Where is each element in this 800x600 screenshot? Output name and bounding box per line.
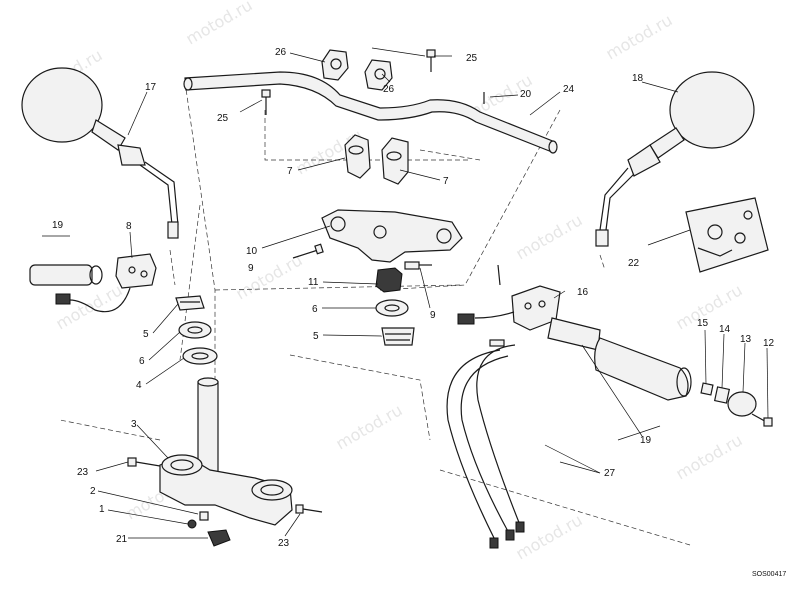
callout-12: 12 [763, 338, 775, 349]
callout-6-upper: 6 [312, 304, 318, 315]
steering-bearing-upper [381, 327, 415, 346]
callout-25-right: 25 [466, 53, 478, 64]
steering-washer-upper [375, 299, 409, 317]
steering-seal-ring [182, 347, 218, 365]
callout-24: 24 [563, 84, 575, 95]
callout-4: 4 [136, 380, 142, 391]
callout-5-lower: 5 [143, 329, 149, 340]
callout-2: 2 [90, 486, 96, 497]
callout-13: 13 [740, 334, 752, 345]
callout-27: 27 [604, 468, 616, 479]
callout-19-left: 19 [52, 220, 64, 231]
watermark-text: motod.ru [183, 0, 256, 48]
callout-labels: 1 2 3 4 5 5 6 6 7 7 8 9 9 10 11 12 13 14… [52, 47, 775, 549]
stem-screw [199, 511, 209, 521]
watermark-text: motod.ru [673, 280, 746, 333]
callout-21: 21 [116, 534, 128, 545]
switch-detail-inset [685, 197, 769, 273]
grip-right-throttle [547, 317, 692, 401]
clamp-bolt-right [426, 49, 436, 72]
steering-damper-cap [207, 529, 231, 547]
watermark-text: motod.ru [233, 250, 306, 303]
bar-end-screw [751, 413, 773, 427]
handlebar-riser-right [381, 137, 409, 185]
bar-end-weight [727, 391, 757, 417]
yoke-pinch-bolt-left [292, 243, 324, 259]
handlebar-clamp-upper-right [364, 59, 393, 91]
callout-17: 17 [145, 82, 157, 93]
watermark-text: motod.ru [333, 400, 406, 453]
watermark-text: motod.ru [513, 210, 586, 263]
yoke-pinch-bolt-right [404, 261, 432, 270]
bar-end-sleeve [700, 382, 714, 396]
steering-washer-lower [178, 321, 212, 339]
watermark-text: motod.ru [603, 10, 676, 63]
leader-lines [95, 47, 769, 539]
callout-25-left: 25 [217, 113, 229, 124]
throttle-cables [446, 339, 525, 549]
mirror-right [595, 71, 755, 247]
top-yoke [321, 209, 463, 263]
clamp-bolt-left [261, 89, 271, 115]
callout-26-left: 26 [275, 47, 287, 58]
callout-26-right: 26 [383, 84, 395, 95]
callout-6-lower: 6 [139, 356, 145, 367]
callout-8: 8 [126, 221, 132, 232]
mirror-left [21, 67, 179, 239]
callout-11: 11 [308, 277, 319, 288]
callout-18: 18 [632, 73, 644, 84]
grip-left [29, 264, 103, 286]
steering-stem-bottom-yoke [159, 377, 293, 526]
bottom-yoke-bolt-right [295, 504, 323, 514]
handlebar-riser-left [344, 134, 371, 179]
left-switch-housing [55, 253, 157, 313]
callout-5-upper: 5 [313, 331, 319, 342]
callout-22: 22 [628, 258, 640, 269]
steering-bearing-lower [175, 295, 205, 311]
callout-16: 16 [577, 287, 589, 298]
callout-19-right: 19 [640, 435, 652, 446]
callout-15: 15 [697, 318, 709, 329]
callout-10: 10 [246, 246, 258, 257]
callout-23-left: 23 [77, 467, 89, 478]
dimension-bar-right [617, 425, 661, 441]
drawing-code: SOS00417 [752, 571, 786, 578]
callout-3: 3 [131, 419, 137, 430]
callout-23-right: 23 [278, 538, 290, 549]
watermark-text: motod.ru [513, 510, 586, 563]
bottom-yoke-bolt-left [127, 457, 161, 467]
stem-nut-small [187, 519, 197, 529]
callout-7-right: 7 [443, 176, 449, 187]
handlebar-tube [183, 71, 558, 154]
handlebar-clamp-upper-left [321, 49, 349, 81]
callout-9-right: 9 [430, 310, 436, 321]
steering-head-nut [375, 267, 403, 293]
callout-14: 14 [719, 324, 731, 335]
callout-20: 20 [520, 89, 532, 100]
watermark-text: motod.ru [673, 430, 746, 483]
bar-end-insert [713, 386, 731, 404]
callout-7-left: 7 [287, 166, 293, 177]
right-switch-housing [457, 264, 561, 331]
callout-9-left: 9 [248, 263, 254, 274]
callout-1: 1 [99, 504, 105, 515]
assembly-guide-lines [59, 81, 691, 546]
